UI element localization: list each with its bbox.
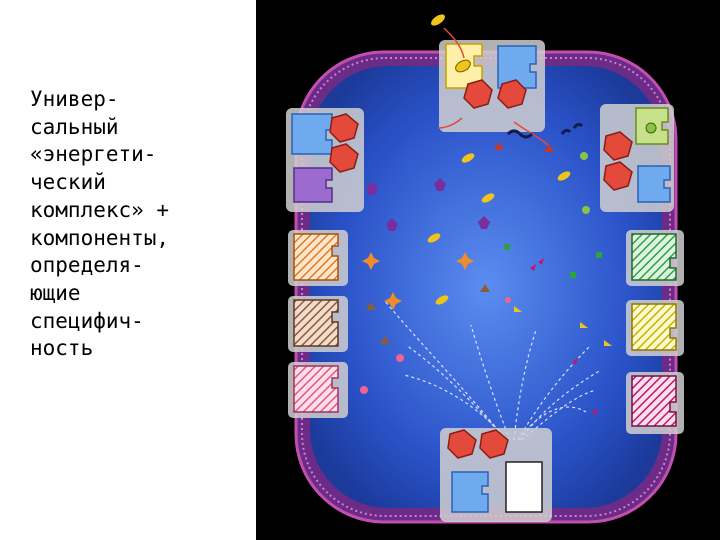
substrate-molecules: [360, 152, 612, 415]
uptake-arrow: [443, 27, 465, 59]
energy-complex-bottom: [440, 428, 552, 522]
specificity-components-right: [626, 230, 684, 434]
substrate-molecule-icon: [431, 14, 445, 26]
energy-complex-top: [439, 40, 545, 132]
energy-complex-icon: [463, 79, 493, 109]
slide-caption: Универ- сальный «энергети- ческий компле…: [30, 87, 170, 361]
energy-complex-right: [600, 104, 674, 212]
energy-complex-left: [286, 108, 364, 212]
transport-system-figure: [256, 0, 720, 540]
cell-diagram: [286, 14, 684, 524]
atp-molecules: [494, 122, 584, 152]
specificity-components-left: [288, 230, 348, 418]
